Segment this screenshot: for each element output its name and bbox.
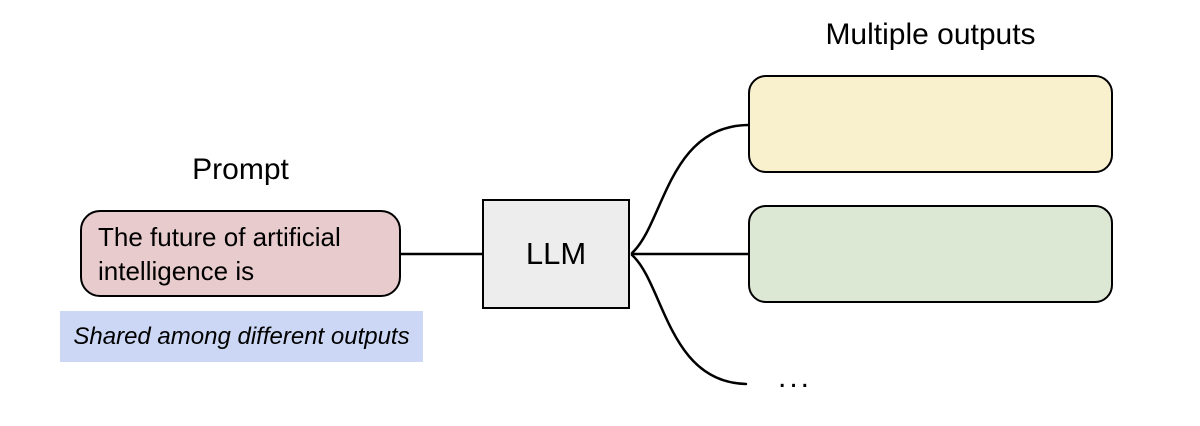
- outputs-label: Multiple outputs: [825, 18, 1036, 51]
- prompt-label: Prompt: [192, 153, 289, 186]
- llm-label: LLM: [525, 236, 587, 271]
- llm-box: LLM: [482, 199, 630, 309]
- edge-llm-to-more-outputs: [630, 253, 748, 386]
- edge-llm-to-output-1: [630, 123, 750, 255]
- output-box-yellow: [748, 75, 1113, 173]
- more-outputs-ellipsis: ...: [777, 361, 812, 394]
- shared-note: Shared among different outputs: [60, 311, 423, 362]
- prompt-box: The future of artificial intelligence is: [80, 210, 401, 297]
- output-box-green: [748, 205, 1113, 303]
- prompt-text: The future of artificial intelligence is: [98, 221, 341, 286]
